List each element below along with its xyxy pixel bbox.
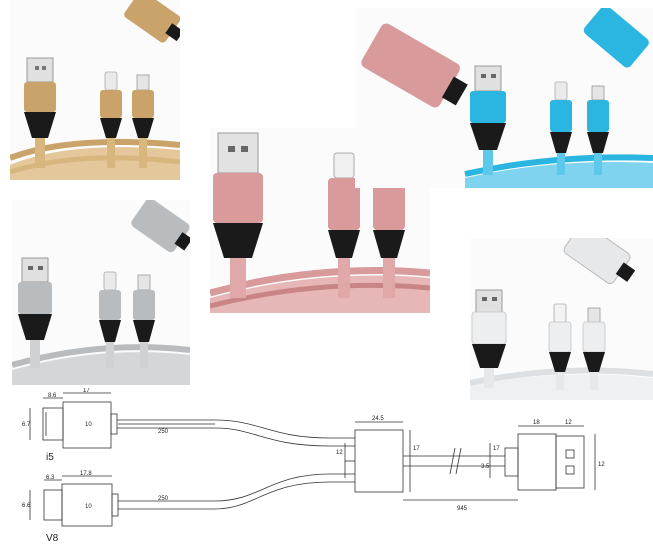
product-photo-white: [470, 238, 653, 400]
i5-dim-head-w: 8.6: [48, 393, 57, 399]
i5-label: i5: [46, 452, 54, 463]
product-photo-gold: [10, 0, 180, 180]
v8-dim-head-h: 6.6: [22, 503, 31, 509]
total-length: 945: [457, 506, 468, 512]
splitter-dim-h: 17: [413, 446, 420, 452]
i5-dim-body-h: 10: [85, 422, 92, 428]
usb-dim-h: 12: [598, 462, 605, 468]
v8-dim-body-w: 17.8: [80, 471, 92, 477]
product-photo-silver: [12, 200, 190, 385]
v8-dim-body-h: 10: [85, 504, 92, 510]
usb-dim-cable: 17: [493, 446, 500, 452]
product-photo-blue: [355, 8, 653, 188]
usb-dim-cable2: 3.5: [481, 464, 490, 470]
splitter-dim-in: 12: [336, 450, 343, 456]
v8-label: V8: [46, 533, 59, 544]
i5-dim-len: 250: [158, 429, 169, 435]
usb-dim-head: 12: [565, 420, 572, 426]
usb-dim-body: 18: [533, 420, 540, 426]
splitter-dim-w: 24.5: [372, 416, 384, 422]
v8-dim-head-w: 6.3: [46, 475, 55, 481]
i5-dim-body-w: 17: [83, 388, 90, 394]
i5-dim-head-h: 6.7: [22, 422, 31, 428]
technical-drawing: 8.6 17 6.7 10 250 i5 6.3 17.8 6.6 10 250…: [22, 388, 605, 544]
v8-dim-len: 250: [158, 496, 169, 502]
